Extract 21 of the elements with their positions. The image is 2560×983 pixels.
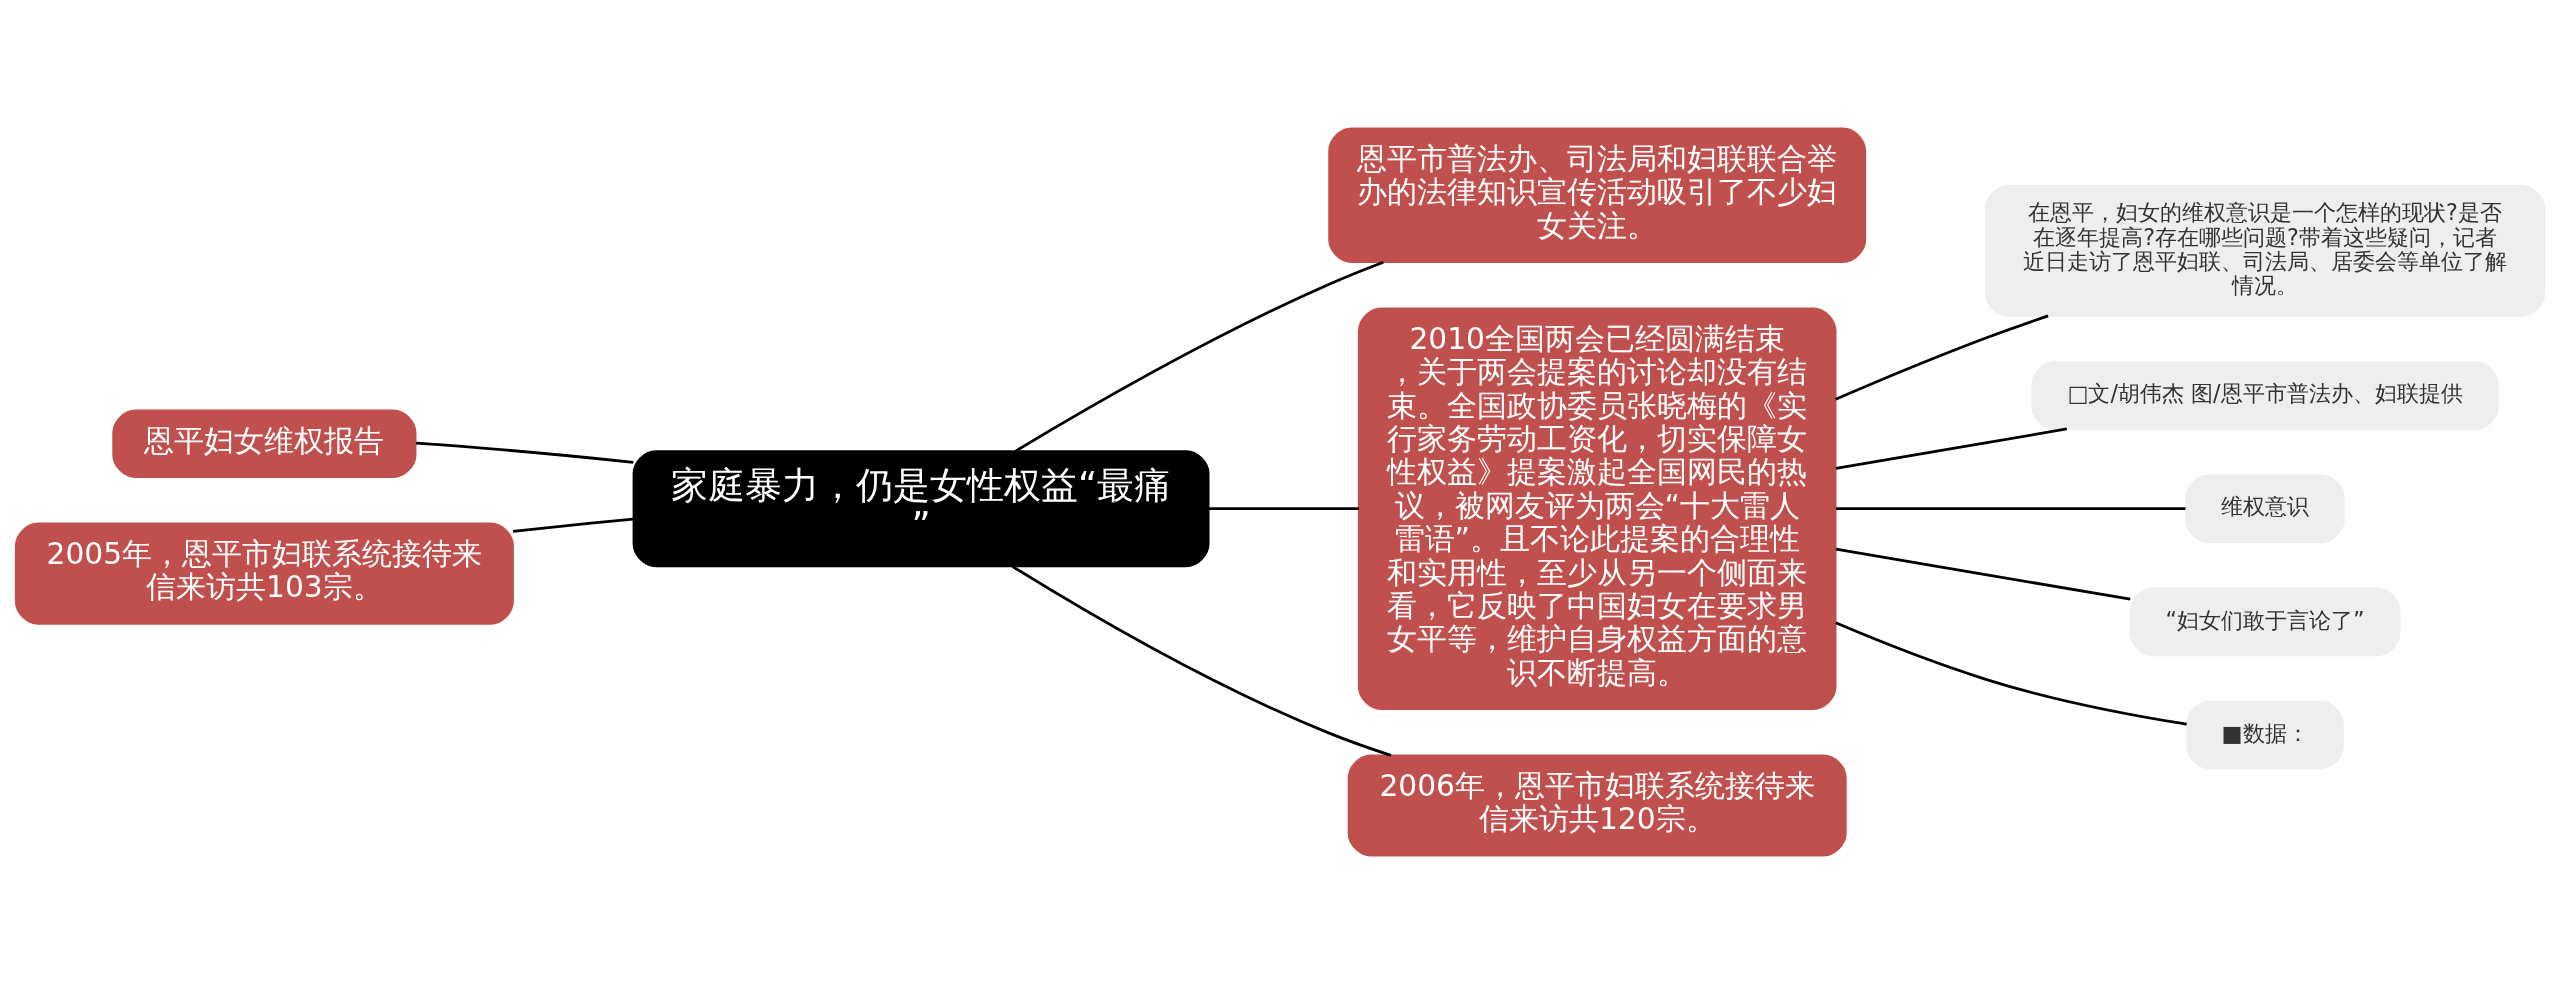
node-box: 家庭暴力，仍是女性权益“最痛”	[632, 449, 1210, 567]
connector	[1835, 314, 2049, 401]
node-box: 在恩平，妇女的维权意识是一个怎样的现状?是否在逐年提高?存在哪些问题?带着这些疑问，记者近日走访了恩平妇联、司法局、居委会等单位了解情况。	[1984, 184, 2546, 317]
connector	[1835, 427, 2068, 470]
node-box: 恩平妇女维权报告	[112, 408, 417, 478]
node-box: 2006年，恩平市妇联系统接待来信来访共120宗。	[1347, 754, 1847, 856]
connector	[1836, 506, 2186, 510]
connector	[1835, 621, 2187, 726]
connector	[1014, 260, 1384, 452]
connector	[1835, 547, 2131, 601]
node-box: ■数据：	[2186, 700, 2344, 769]
node-box: “妇女们敢于言论了”	[2129, 587, 2401, 656]
connector	[415, 441, 634, 464]
node-box: □文/胡伟杰 图/恩平市普法办、妇联提供	[2031, 360, 2499, 430]
node-box: 维权意识	[2185, 473, 2345, 543]
node-box: 恩平市普法办、司法局和妇联联合举办的法律知识宣传活动吸引了不少妇女关注。	[1328, 127, 1867, 263]
node-box: 2005年，恩平市妇联系统接待来信来访共103宗。	[14, 522, 514, 625]
connector	[512, 517, 634, 533]
connector	[1209, 506, 1359, 510]
node-box: 2010全国两会已经圆满结束，关于两会提案的讨论却没有结束。全国政协委员张晓梅的《实行家务劳动工资化，切实保障女性权益》提案激起全国网民的热议，被网友评为两会“十大雷人雷语”。且不论此提案的合理性和实用性，至少从另一个侧面来看，它反映了中国妇女在要求男女平等，维护自身权益方面的意识不断提高。	[1357, 306, 1837, 710]
connector	[1011, 564, 1392, 757]
